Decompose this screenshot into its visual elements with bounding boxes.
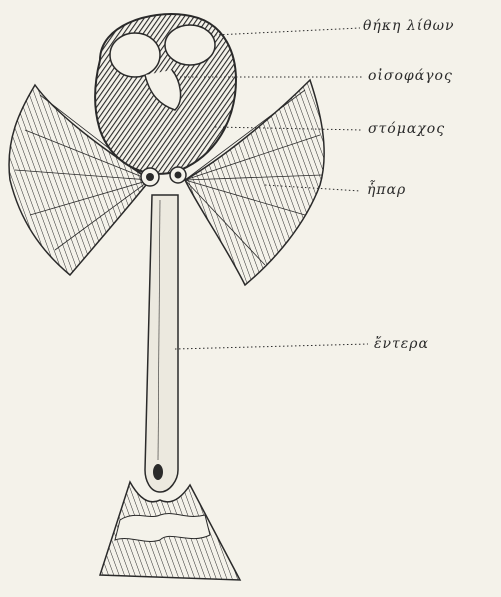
sac-opening-left [110,33,160,77]
label-entera: ἔντερα [374,336,429,352]
intestine-stalk [145,195,178,492]
leader-entera [175,344,368,349]
label-theke-lithon: θήκη λίθων [363,18,455,34]
label-hepar: ἧπαρ [367,182,406,198]
stone-sac [95,14,236,174]
label-oisophagos: οἰσοφάγος [368,68,453,84]
leader-theke [215,28,360,35]
sac-opening-right [165,25,215,65]
base-segment [100,482,240,580]
label-stomachos: στόμαχος [368,121,445,137]
